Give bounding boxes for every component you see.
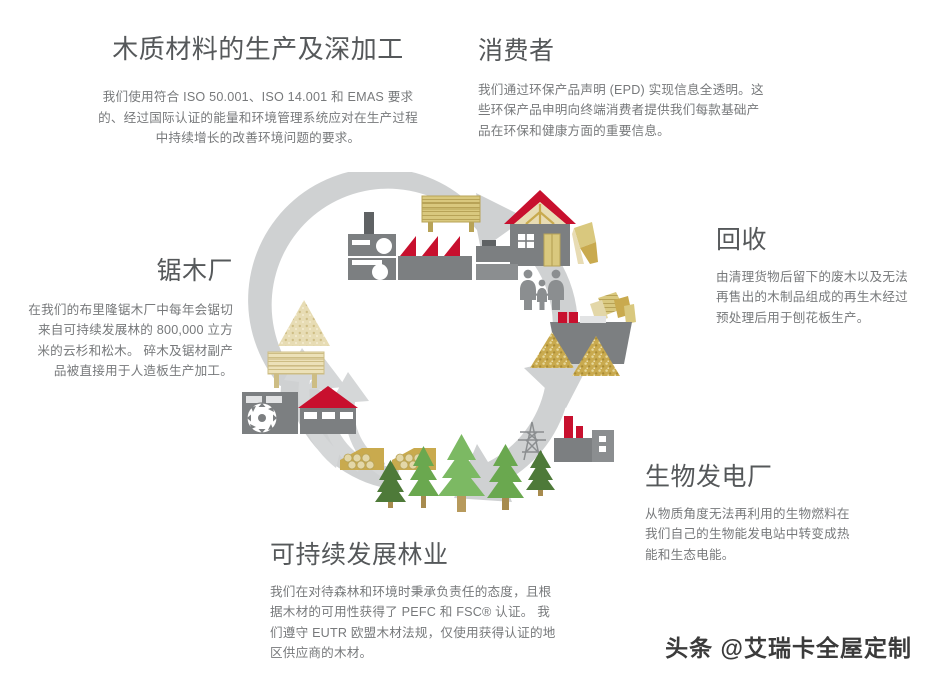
section-forestry-body: 我们在对待森林和环境时秉承负责任的态度，且根据木材的可用性获得了 PEFC 和 … [270, 585, 556, 661]
section-production: 木质材料的生产及深加工 我们使用符合 ISO 50.001、ISO 14.001… [98, 34, 418, 148]
section-sawmill-title: 锯木厂 [156, 257, 233, 285]
watermark-text: 头条 @艾瑞卡全屋定制 [665, 635, 912, 661]
saw-blade-icon [246, 402, 278, 434]
section-consumer: 消费者 我们通过环保产品声明 (EPD) 实现信息全透明。这些环保产品申明向终端… [478, 36, 766, 141]
section-recycling-title: 回收 [716, 226, 768, 254]
plank-stack-icon [267, 351, 325, 388]
section-sawmill-body: 在我们的布里隆锯木厂中每年会锯切来自可持续发展林的 800,000 立方米的云杉… [28, 303, 233, 379]
forest-trees-icon [340, 434, 555, 512]
wooden-chair-icon [572, 222, 598, 264]
sawmill-icon [242, 300, 358, 434]
sawdust-pile-icon [278, 300, 330, 346]
tree-group [375, 434, 555, 512]
wood-lifecycle-cycle-diagram [236, 172, 656, 522]
section-production-title: 木质材料的生产及深加工 [112, 34, 404, 64]
family-silhouette-icon [520, 269, 564, 310]
house-family-icon [504, 190, 598, 310]
section-consumer-title: 消费者 [478, 37, 555, 65]
sawtooth-roof [400, 236, 460, 256]
section-recycling-body: 由清理货物后留下的废木以及无法再售出的木制品组成的再生木经过预处理后用于刨花板生… [716, 270, 908, 325]
factory-icon [348, 195, 518, 280]
section-biomass-body: 从物质角度无法再利用的生物燃料在我们自己的生物能发电站中转变成热能和生态电能。 [645, 507, 850, 562]
section-consumer-body: 我们通过环保产品声明 (EPD) 实现信息全透明。这些环保产品申明向终端消费者提… [478, 83, 764, 138]
section-forestry: 可持续发展林业 我们在对待森林和环境时秉承负责任的态度，且根据木材的可用性获得了… [270, 540, 562, 664]
transmission-tower-icon [518, 421, 546, 461]
section-recycling: 回收 由清理货物后留下的废木以及无法再售出的木制品组成的再生木经过预处理后用于刨… [716, 225, 910, 328]
lumber-pallet-icon [421, 195, 481, 232]
section-biomass: 生物发电厂 从物质角度无法再利用的生物燃料在我们自己的生物能发电站中转变成热能和… [645, 462, 850, 565]
section-sawmill: 锯木厂 在我们的布里隆锯木厂中每年会锯切来自可持续发展林的 800,000 立方… [28, 256, 233, 382]
recycling-truck-icon [530, 292, 636, 376]
section-production-body: 我们使用符合 ISO 50.001、ISO 14.001 和 EMAS 要求的、… [98, 90, 418, 145]
wood-chip-pile-icon [530, 332, 620, 376]
cycle-arrow-bottom-right [454, 387, 569, 502]
section-biomass-title: 生物发电厂 [645, 463, 773, 491]
power-plant-icon [518, 416, 614, 462]
waste-boards-icon [590, 292, 636, 324]
section-forestry-title: 可持续发展林业 [270, 541, 449, 569]
